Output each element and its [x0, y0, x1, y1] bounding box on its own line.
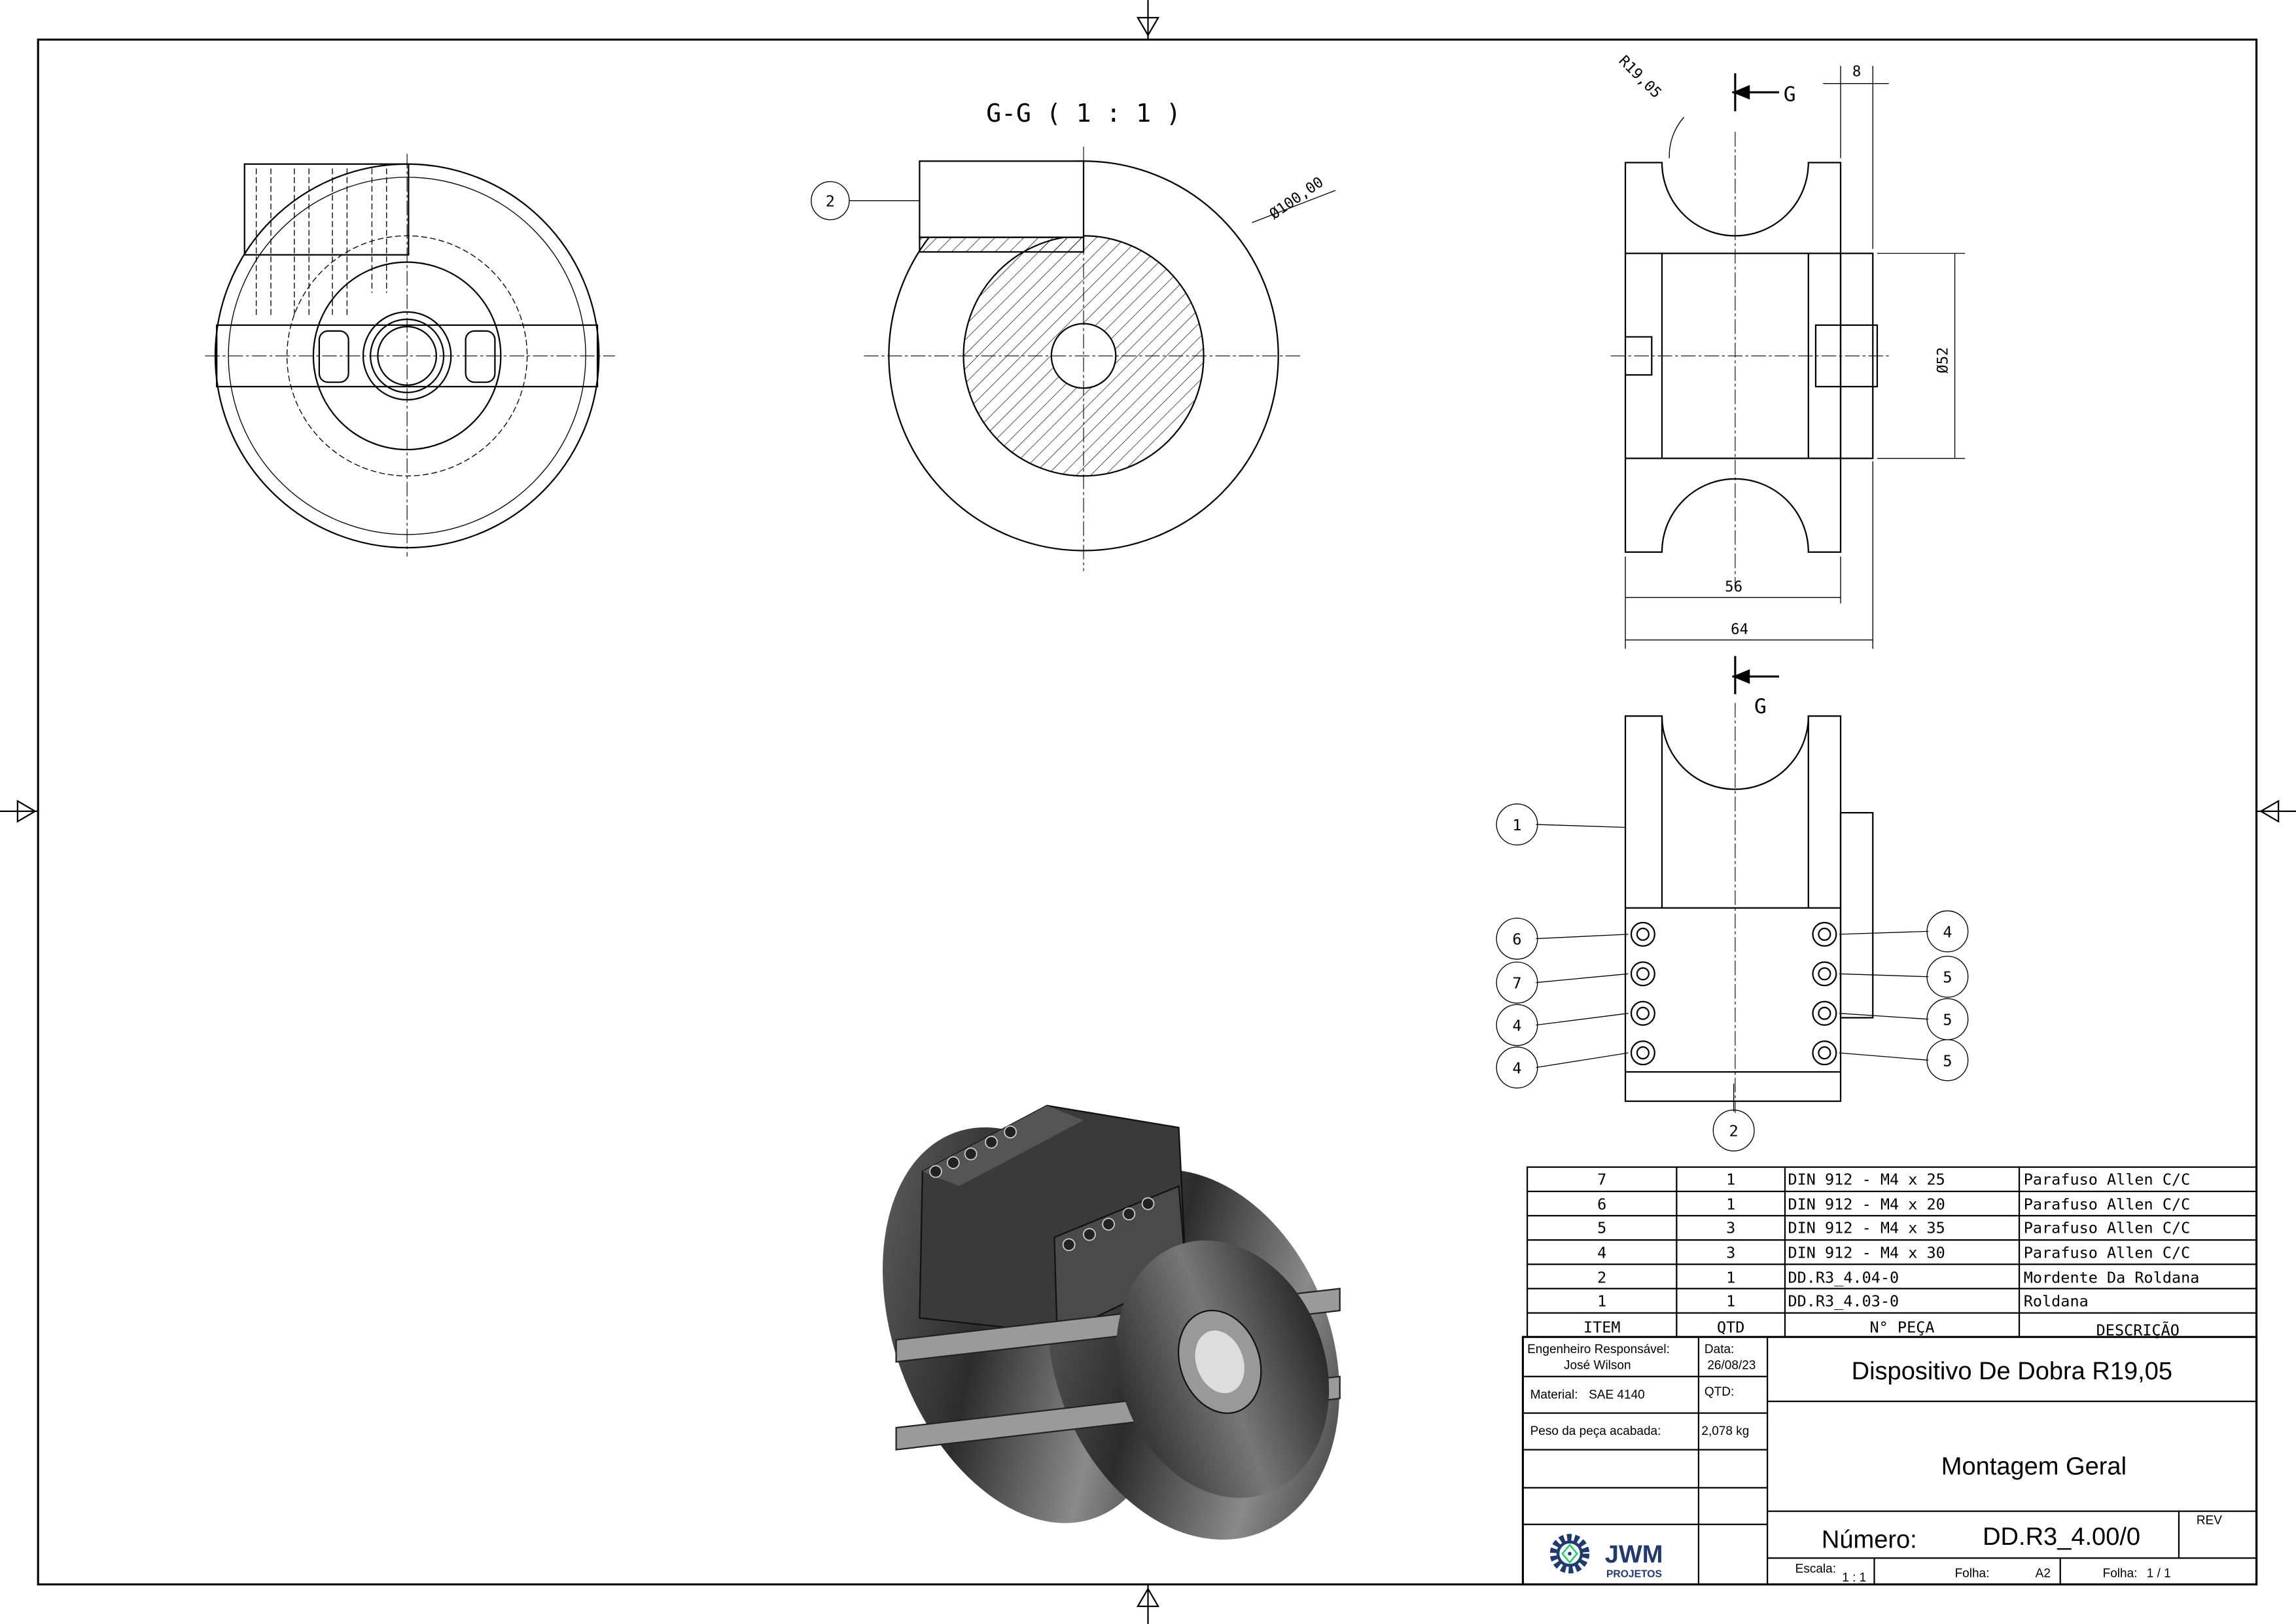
top-right-view: G R19,05 8 Ø52 56 64 [1610, 52, 1966, 649]
text-label: 7 [1597, 1171, 1606, 1189]
text-label: 4 [1597, 1243, 1606, 1262]
text-label: DD.R3_4.04-0 [1788, 1268, 1899, 1286]
balloon-7: 7 [1496, 961, 1538, 1004]
date-value: 26/08/23 [1707, 1359, 1756, 1373]
text-label: 3 [1726, 1218, 1735, 1237]
section-marker-g-bottom: G [1754, 695, 1767, 718]
text-label: DIN 912 - M4 x 20 [1788, 1195, 1945, 1214]
bom-row-item-7: 7 1 DIN 912 - M4 x 25 Parafuso Allen C/C [1597, 1171, 2190, 1189]
text-label: DIN 912 - M4 x 30 [1788, 1243, 1945, 1262]
balloon-4: 4 [1926, 910, 1969, 953]
title-block: Engenheiro Responsável: José Wilson Data… [1521, 1335, 2258, 1586]
dimension-diameter-100: Ø100,00 [1266, 173, 1326, 222]
bom-row-item-4: 4 3 DIN 912 - M4 x 30 Parafuso Allen C/C [1597, 1243, 2190, 1262]
dimension-radius: R19,05 [1616, 52, 1665, 102]
text-label: 1 [1726, 1268, 1735, 1286]
weight-label: Peso da peça acabada: [1530, 1424, 1661, 1438]
balloon-5: 5 [1926, 1039, 1969, 1082]
text-label: 1 [1597, 1292, 1606, 1310]
number-label: Número: [1822, 1527, 1917, 1554]
bom-rows: 7 1 DIN 912 - M4 x 25 Parafuso Allen C/C 6 1… [1583, 1171, 2199, 1340]
dimension-8: 8 [1852, 63, 1861, 80]
text-label: Parafuso Allen C/C [2024, 1243, 2190, 1262]
text-label: 6 [1597, 1195, 1606, 1214]
text-label: PROJETOS [1606, 1568, 1662, 1580]
dimension-56: 56 [1725, 578, 1742, 595]
drawing-subtitle: Montagem Geral [1941, 1453, 2127, 1481]
bom-row-item-1: 1 1 DD.R3_4.03-0 Roldana [1597, 1292, 2089, 1310]
text-label: QTD [1717, 1318, 1744, 1337]
dimension-64: 64 [1731, 621, 1748, 638]
bom-row-item-2: 2 1 DD.R3_4.04-0 Mordente Da Roldana [1597, 1268, 2199, 1286]
text-label: 5 [1943, 1051, 1952, 1070]
text-label: DIN 912 - M4 x 35 [1788, 1218, 1945, 1237]
text-label: 6 [1512, 930, 1521, 949]
text-label: DIN 912 - M4 x 25 [1788, 1171, 1945, 1189]
text-label: 5 [1597, 1218, 1606, 1237]
sheet-value: 1 / 1 [2147, 1566, 2171, 1580]
balloon-2: 2 [1712, 1109, 1755, 1152]
balloon-4: 4 [1496, 1046, 1538, 1089]
side-view-left [205, 154, 615, 557]
drawing-number: DD.R3_4.00/0 [1983, 1523, 2140, 1551]
weight-value: 2,078 kg [1701, 1424, 1749, 1438]
text-label: 5 [1943, 968, 1952, 987]
sheet-size-value: A2 [2036, 1566, 2051, 1580]
text-label: Mordente Da Roldana [2024, 1268, 2200, 1286]
section-marker-g-top: G [1784, 83, 1796, 107]
text-label: Parafuso Allen C/C [2024, 1195, 2190, 1214]
dimension-diameter-52: Ø52 [1934, 347, 1951, 373]
text-label: JWM [1605, 1541, 1663, 1568]
text-label: 2 [1597, 1268, 1606, 1286]
balloon-5: 5 [1926, 998, 1969, 1040]
text-label: N° PEÇA [1870, 1318, 1935, 1337]
engineer-name: José Wilson [1564, 1359, 1631, 1373]
text-label: 3 [1726, 1243, 1735, 1262]
material-value: SAE 4140 [1589, 1388, 1645, 1402]
text-label: 4 [1512, 1059, 1521, 1077]
balloon [811, 181, 850, 221]
text-label: Parafuso Allen C/C [2024, 1218, 2190, 1237]
balloon-6: 6 [1496, 917, 1538, 960]
section-title: G-G ( 1 : 1 ) [986, 99, 1181, 128]
text-label: 1 [1726, 1171, 1735, 1189]
text-label: ITEM [1583, 1318, 1621, 1337]
text-label: 1 [1512, 816, 1521, 834]
text-label: 4 [1512, 1017, 1521, 1035]
scale-label: Escala: [1795, 1562, 1836, 1576]
date-label: Data: [1704, 1343, 1734, 1356]
sheet-size-label: Folha: [1955, 1566, 1990, 1580]
balloon-label: 2 [826, 192, 835, 211]
company-logo: JWM PROJETOS [1549, 1534, 1663, 1580]
drawing-title: Dispositivo De Dobra R19,05 [1852, 1358, 2172, 1385]
balloon-4: 4 [1496, 1004, 1538, 1046]
front-view: G 1 6 7 4 4 4 5 5 5 2 [1496, 656, 1969, 1152]
text-label: Roldana [2024, 1292, 2089, 1310]
text-label: 2 [1729, 1122, 1739, 1140]
engineer-label: Engenheiro Responsável: [1527, 1343, 1670, 1356]
bill-of-materials: 7 1 DIN 912 - M4 x 25 Parafuso Allen C/C 6 1… [1526, 1166, 2257, 1340]
isometric-3d-render [883, 1104, 1341, 1540]
material-label: Material: [1530, 1388, 1578, 1402]
text-label: 5 [1943, 1011, 1952, 1029]
text-label: 4 [1943, 923, 1952, 941]
balloon-5: 5 [1926, 955, 1969, 998]
text-label: 1 [1726, 1292, 1735, 1310]
sheet-label: Folha: [2103, 1566, 2138, 1580]
scale-value: 1 : 1 [1842, 1571, 1866, 1585]
bom-row-item-6: 6 1 DIN 912 - M4 x 20 Parafuso Allen C/C [1597, 1195, 2190, 1214]
section-view-gg: G-G ( 1 : 1 ) 2 Ø100,00 [811, 99, 1336, 571]
text-label: Parafuso Allen C/C [2024, 1171, 2190, 1189]
rev-label: REV [2197, 1514, 2222, 1528]
text-label: DD.R3_4.03-0 [1788, 1292, 1899, 1310]
balloon-1: 1 [1496, 803, 1538, 846]
qtd-label: QTD: [1704, 1385, 1734, 1399]
text-label: 7 [1512, 974, 1521, 993]
text-label: 1 [1726, 1195, 1735, 1214]
bom-row-item-5: 5 3 DIN 912 - M4 x 35 Parafuso Allen C/C [1597, 1218, 2190, 1237]
